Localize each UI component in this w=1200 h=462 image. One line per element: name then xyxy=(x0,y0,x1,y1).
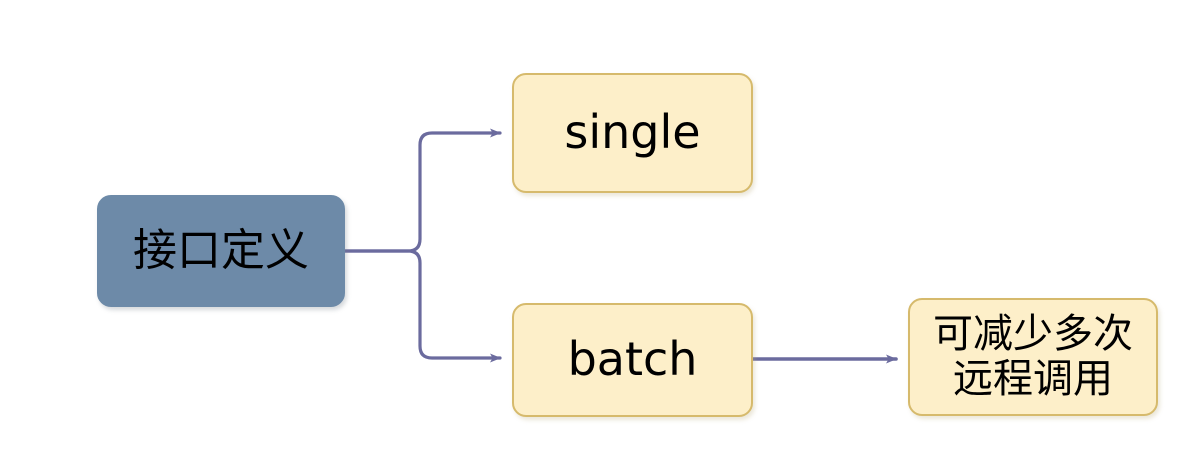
edge-root-to-batch xyxy=(343,249,502,363)
node-benefit-reduce-remote-calls[interactable]: 可减少多次 远程调用 xyxy=(908,298,1158,416)
edge-root-to-single xyxy=(343,128,502,253)
node-batch[interactable]: batch xyxy=(512,303,753,417)
node-interface-definition[interactable]: 接口定义 xyxy=(97,195,345,307)
node-single[interactable]: single xyxy=(512,73,753,193)
